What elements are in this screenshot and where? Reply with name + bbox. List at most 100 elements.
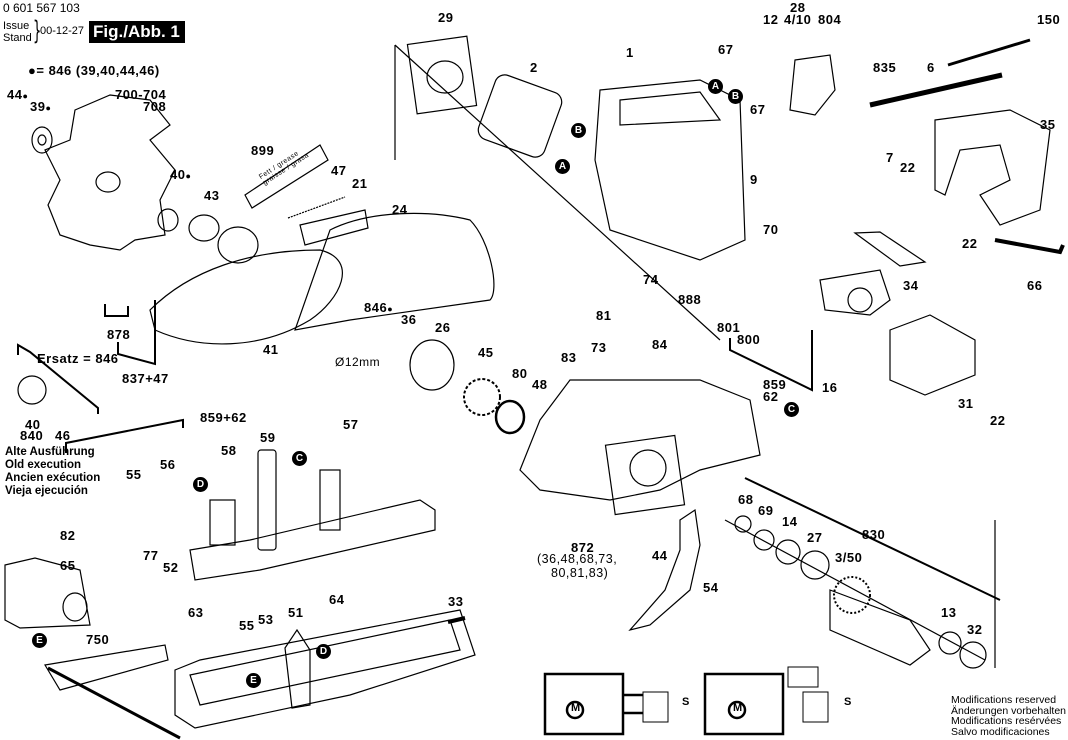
part-label-29: 29: [438, 10, 454, 25]
part-label-67b: 67: [750, 102, 766, 117]
issue-label: Issue Stand: [3, 20, 32, 44]
part-label-846: 846●: [364, 300, 394, 315]
blade-hole: [95, 171, 121, 193]
part-label-14: 14: [782, 514, 798, 529]
cover-31: [889, 314, 976, 396]
part-label-54: 54: [703, 580, 719, 595]
part-label-73: 73: [591, 340, 607, 355]
issue-label-de: Stand: [3, 32, 32, 44]
part-label-67a: 67: [718, 42, 734, 57]
bearing-32: [959, 641, 987, 669]
assembly-872-number: 872: [571, 540, 595, 555]
connector-b-badge: B: [728, 89, 743, 104]
part-label-52: 52: [163, 560, 179, 575]
caption-fr: Ancien exécution: [5, 472, 101, 484]
connector-e-badge: E: [32, 633, 47, 648]
end-cap-29: [406, 35, 478, 115]
armature-3-50: [829, 589, 931, 666]
part-label-700-704: 700-704: [115, 87, 167, 102]
saw-blade: [44, 94, 176, 251]
part-label-13: 13: [941, 605, 957, 620]
flange-40: [157, 208, 179, 232]
part-label-74: 74: [643, 272, 659, 287]
part-label-57: 57: [343, 417, 359, 432]
gear-45: [463, 378, 501, 416]
bullet-legend-text: = 846 (39,40,44,46): [36, 63, 160, 78]
part-label-835: 835: [873, 60, 897, 75]
replacement-label: Ersatz = 846: [37, 351, 119, 366]
part-label-22a: 22: [900, 160, 916, 175]
part-label-21: 21: [352, 176, 368, 191]
bearing-housing-26: [409, 339, 455, 391]
part-label-45: 45: [478, 345, 494, 360]
o-ring-80: [494, 399, 526, 435]
part-label-55b: 55: [239, 618, 255, 633]
part-label-84: 84: [652, 337, 668, 352]
part-label-859-62: 859+62: [200, 410, 247, 425]
part-label-44: 44●: [7, 87, 29, 102]
bearing-68: [734, 515, 752, 533]
bearing-69: [753, 529, 775, 551]
old-part-40: 40: [25, 417, 41, 432]
part-label-48: 48: [532, 377, 548, 392]
connector-b-badge-2: B: [571, 123, 586, 138]
part-label-58: 58: [221, 443, 237, 458]
cable-6: [869, 72, 1003, 108]
riving-knife-bracket: [189, 499, 436, 581]
bracket-59: [257, 449, 277, 551]
brace-icon: }: [33, 16, 42, 46]
connector-a-badge-2: A: [555, 159, 570, 174]
issue-label-en: Issue: [3, 20, 30, 32]
part-label-708: 708: [143, 99, 167, 114]
part-label-22c: 22: [990, 413, 1006, 428]
wiring-diagram-2: [703, 666, 829, 736]
part-label-64: 64: [329, 592, 345, 607]
part-label-9: 9: [750, 172, 758, 187]
angle-scale-51: [284, 628, 311, 709]
part-label-80: 80: [512, 366, 528, 381]
lever-54: [628, 508, 701, 632]
part-label-56: 56: [160, 457, 176, 472]
dimension-note: Ø12mm: [335, 355, 381, 369]
fence-65: [4, 557, 91, 629]
part-label-7: 7: [886, 150, 894, 165]
part-label-51: 51: [288, 605, 304, 620]
brush-cover-34: [853, 231, 927, 267]
part-number: 0 601 567 103: [3, 1, 80, 15]
base-plate: [174, 609, 476, 729]
parallel-guide-750: [44, 644, 169, 691]
part-label-837-47: 837+47: [122, 371, 169, 386]
part-label-43: 43: [204, 188, 220, 203]
part-label-31: 31: [958, 396, 974, 411]
part-label-63: 63: [188, 605, 204, 620]
modifications-es: Salvo modificaciones: [951, 725, 1050, 738]
old-part-46: 46: [55, 428, 71, 443]
part-label-81: 81: [596, 308, 612, 323]
part-label-888: 888: [678, 292, 702, 307]
part-label-800: 800: [737, 332, 761, 347]
part-label-65: 65: [60, 558, 76, 573]
part-label-27: 27: [807, 530, 823, 545]
gear-housing-872: [519, 379, 761, 501]
part-label-2: 2: [530, 60, 538, 75]
connector-c-badge-2: C: [292, 451, 307, 466]
modifications-fr: Modifications resérvées: [951, 715, 1062, 727]
flange-39: [31, 126, 53, 154]
part-label-24: 24: [392, 202, 408, 217]
part-label-36: 36: [401, 312, 417, 327]
part-label-47: 47: [331, 163, 347, 178]
part-label-39: 39●: [30, 99, 52, 114]
part-label-26: 26: [435, 320, 451, 335]
part-label-750: 750: [86, 632, 110, 647]
part-label-878: 878: [107, 327, 131, 342]
part-label-830: 830: [862, 527, 886, 542]
bullet-legend: ●= 846 (39,40,44,46): [28, 63, 160, 78]
issue-date: 00-12-27: [40, 25, 85, 37]
motor-symbol: M: [571, 702, 581, 714]
part-label-70: 70: [763, 222, 779, 237]
assembly-872-contents-2: 80,81,83): [551, 566, 609, 580]
guide-ruler: [47, 666, 181, 740]
part-label-35: 35: [1040, 117, 1056, 132]
old-execution-caption: Alte Ausführung Old execution Ancien exé…: [5, 446, 100, 498]
